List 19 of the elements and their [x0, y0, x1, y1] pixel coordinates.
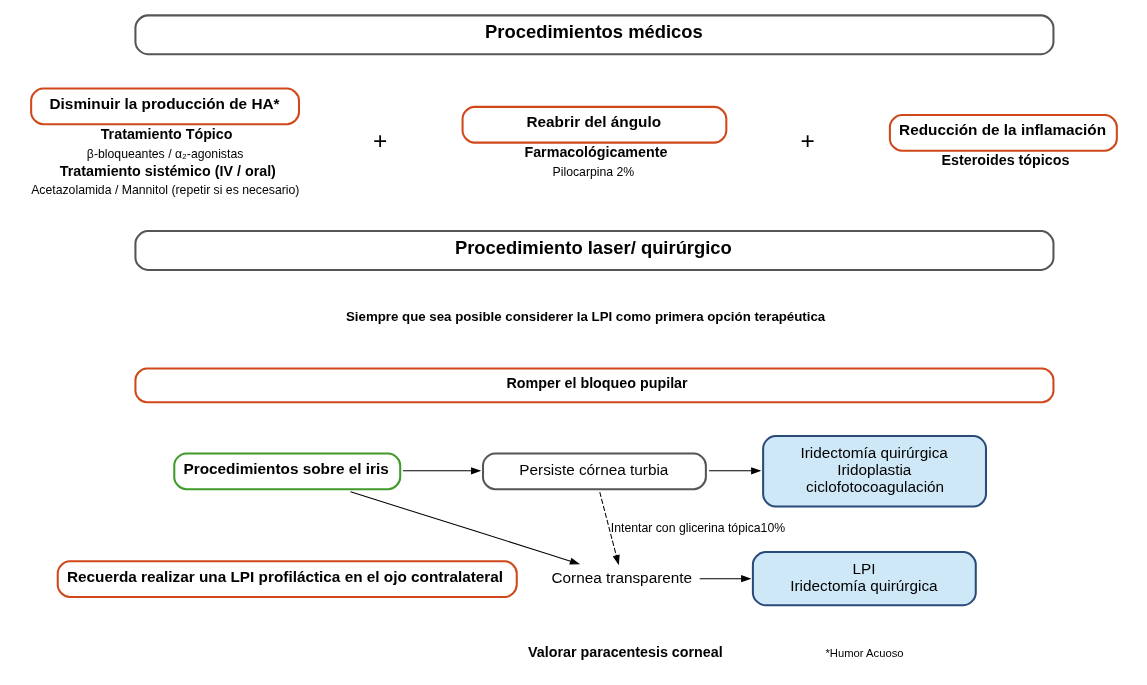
node-text: Cornea transparente	[551, 568, 692, 586]
edge-label: Intentar con glicerina tópica10%	[610, 521, 785, 536]
arrow	[402, 467, 481, 475]
node-label: Tratamiento Tópico	[100, 125, 233, 142]
node-label: Tratamiento sistémico (IV / oral)	[59, 162, 276, 179]
label: Siempre que sea posible considerer la LPI como primera opción terapéutica	[345, 309, 825, 325]
node-label: β-bloqueantes / α₂-agonistas	[86, 146, 243, 161]
label: +	[799, 126, 815, 154]
node-label: Acetazolamida / Mannitol (repetir si es necesario)	[30, 183, 299, 198]
arrow	[708, 467, 761, 475]
arrow	[598, 491, 620, 566]
arrow	[698, 575, 751, 583]
label: *Humor Acuoso	[824, 647, 904, 660]
node-label: Farmacológicamente	[523, 144, 667, 161]
label: +	[372, 126, 387, 154]
arrow	[349, 491, 580, 565]
node-label: Esteroides tópicos	[941, 152, 1069, 169]
node-label: Pilocarpina 2%	[552, 164, 634, 179]
label: Valorar paracentesis corneal	[527, 644, 723, 661]
